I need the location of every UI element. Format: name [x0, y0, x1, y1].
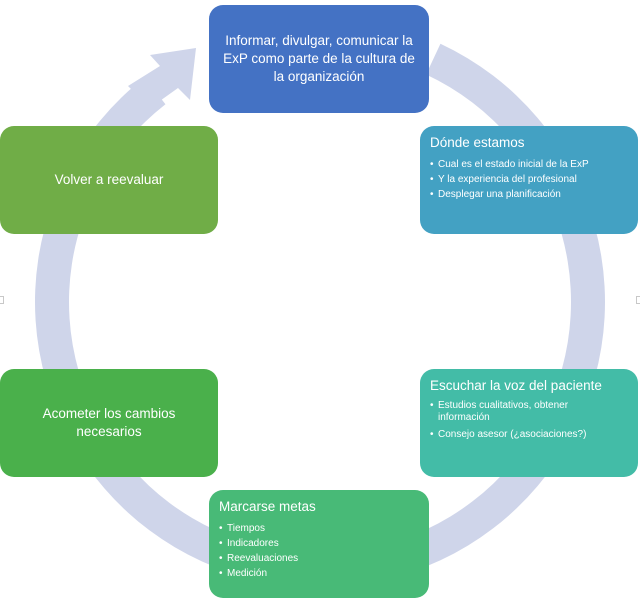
step-metas[interactable]: Marcarse metas Tiempos Indicadores Reeva… [209, 490, 429, 598]
bullet-item: Y la experiencia del profesional [430, 172, 628, 187]
step-escuchar-title: Escuchar la voz del paciente [430, 378, 602, 393]
step-donde-estamos-bullets: Cual es el estado inicial de la ExP Y la… [430, 157, 628, 202]
step-escuchar[interactable]: Escuchar la voz del paciente Estudios cu… [420, 369, 638, 477]
step-metas-bullets: Tiempos Indicadores Reevaluaciones Medic… [219, 521, 419, 581]
step-acometer[interactable]: Acometer los cambios necesarios [0, 369, 218, 477]
bullet-item: Reevaluaciones [219, 551, 419, 566]
step-reevaluar-text: Volver a reevaluar [54, 172, 164, 187]
bullet-item: Tiempos [219, 521, 419, 536]
step-metas-title: Marcarse metas [219, 499, 316, 514]
selection-handle-left [0, 296, 4, 304]
step-escuchar-bullets: Estudios cualitativos, obtener informaci… [430, 400, 628, 442]
bullet-item: Cual es el estado inicial de la ExP [430, 157, 628, 172]
bullet-item: Consejo asesor (¿asociaciones?) [430, 427, 588, 442]
step-informar-text: Informar, divulgar, comunicar la ExP com… [223, 33, 415, 84]
step-acometer-text: Acometer los cambios necesarios [42, 406, 176, 439]
step-informar[interactable]: Informar, divulgar, comunicar la ExP com… [209, 5, 429, 113]
bullet-item: Desplegar una planificación [430, 187, 628, 202]
bullet-item: Indicadores [219, 536, 419, 551]
cycle-arrow-head [128, 48, 196, 108]
step-reevaluar[interactable]: Volver a reevaluar [0, 126, 218, 234]
step-donde-estamos-title: Dónde estamos [430, 135, 525, 150]
bullet-item: Estudios cualitativos, obtener informaci… [430, 400, 588, 424]
bullet-item: Medición [219, 566, 419, 581]
selection-handle-right [636, 296, 640, 304]
step-donde-estamos[interactable]: Dónde estamos Cual es el estado inicial … [420, 126, 638, 234]
